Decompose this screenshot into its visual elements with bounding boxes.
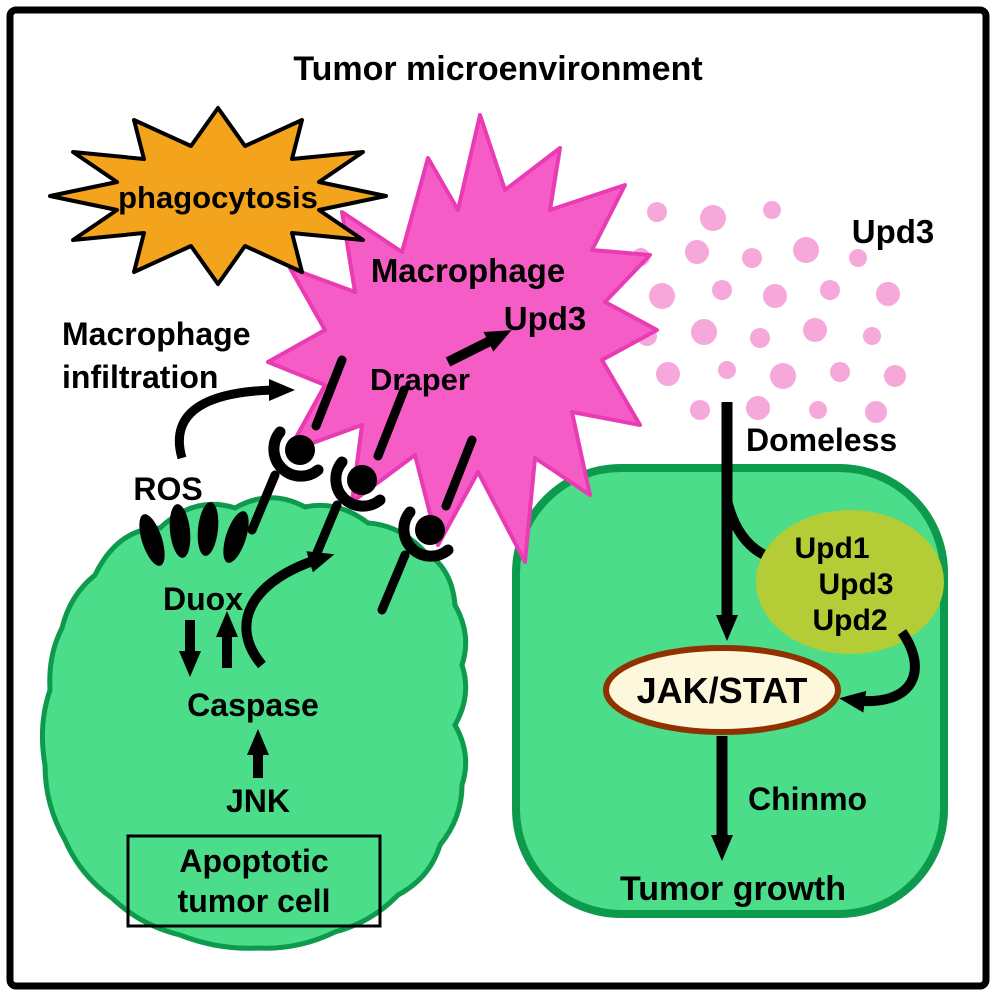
- upd3-molecule-dot: [690, 400, 710, 420]
- apoptotic-label-line2: tumor cell: [178, 883, 331, 919]
- upd3-dots-label: Upd3: [852, 213, 935, 250]
- receptor-unit-2: [309, 385, 409, 565]
- upd3-molecule-dot: [863, 327, 881, 345]
- upd3-molecule-dot: [750, 328, 770, 348]
- upd3-molecule-dot: [742, 248, 762, 268]
- upd1-label: Upd1: [795, 532, 870, 565]
- upd3-molecule-dot: [712, 280, 732, 300]
- upd2-label: Upd2: [813, 604, 888, 637]
- receptor-lower-stalk: [377, 550, 410, 615]
- upd-cluster-ellipse: [756, 510, 944, 654]
- macrophage-cell: [266, 113, 659, 564]
- receptor-stalk: [373, 385, 409, 461]
- upd3-molecule-dot: [830, 362, 850, 382]
- receptor-ligand-ball: [285, 435, 315, 465]
- macrophage-infiltration-label-line2: infiltration: [62, 359, 218, 395]
- chinmo-label: Chinmo: [748, 781, 867, 817]
- upd3-molecule-dot: [691, 319, 717, 345]
- upd-jakstat-arrow: [839, 629, 920, 713]
- jakstat-label: JAK/STAT: [637, 670, 808, 711]
- draper-upd3-arrow: [445, 330, 512, 367]
- receptor-ligand-ball: [415, 515, 445, 545]
- upd3-molecule-dot: [803, 318, 827, 342]
- macrophage-infiltration-label-line1: Macrophage: [62, 316, 250, 352]
- duox-label: Duox: [163, 581, 243, 617]
- upd3-molecule-dot: [876, 282, 900, 306]
- receptor-ligand-ball: [347, 465, 377, 495]
- duox-channel-oval: [169, 504, 191, 558]
- upd3-molecule-dot: [865, 401, 887, 423]
- infiltration-arrow: [174, 379, 295, 460]
- upd3-molecule-dot: [763, 201, 781, 219]
- upd3-molecule-dot: [849, 249, 867, 267]
- upd3-molecule-dot: [700, 205, 726, 231]
- receptor-unit-3: [377, 435, 477, 615]
- upd3-molecule-dot: [770, 363, 796, 389]
- upd3-molecule-dot: [793, 237, 819, 263]
- apoptotic-cell-box: [126, 834, 382, 928]
- phagocytosis-starburst: [48, 106, 388, 286]
- upd3-molecule-dot: [718, 361, 736, 379]
- upd3-molecule-dot: [685, 240, 709, 264]
- duox-channels: [139, 502, 249, 566]
- receptor-cup: [398, 506, 454, 562]
- caspase-receptor-arrow: [241, 551, 335, 669]
- upd3-molecule-dot: [820, 280, 840, 300]
- receptor-unit-1: [247, 355, 347, 535]
- tumor-growth-label: Tumor growth: [620, 870, 846, 908]
- receptor-cup: [330, 456, 386, 512]
- duox-channel-oval: [197, 502, 219, 556]
- macrophage-label: Macrophage: [371, 252, 565, 289]
- upd3-molecule-dot: [656, 362, 680, 386]
- upd3-molecule-dot: [884, 365, 906, 387]
- upd3-inner-label: Upd3: [819, 568, 894, 601]
- upd3-molecule-dot: [763, 284, 787, 308]
- draper-label: Draper: [370, 362, 470, 397]
- receptor-cup: [268, 426, 324, 482]
- draper-receptors: [247, 355, 477, 615]
- upd3-molecule-dot: [809, 401, 827, 419]
- upd3-molecule-dot: [649, 283, 675, 309]
- apoptotic-label-line1: Apoptotic: [179, 843, 328, 879]
- ros-label: ROS: [133, 471, 202, 507]
- jnk-label: JNK: [226, 783, 290, 819]
- macrophage-upd3-label: Upd3: [504, 300, 587, 337]
- receptor-lower-stalk: [309, 500, 342, 565]
- phagocytosis-label: phagocytosis: [118, 180, 318, 215]
- upd3-molecule-dot: [647, 202, 667, 222]
- caspase-label: Caspase: [187, 687, 319, 723]
- upd3-molecule-dot: [746, 396, 770, 420]
- jakstat-ellipse: [603, 645, 841, 735]
- duox-channel-oval: [139, 514, 165, 566]
- receptor-stalk: [311, 355, 347, 431]
- diagram-title: Tumor microenvironment: [293, 50, 702, 88]
- receptor-lower-stalk: [247, 470, 280, 535]
- receptor-stalk: [441, 435, 477, 511]
- duox-channel-oval: [223, 511, 249, 563]
- domeless-label: Domeless: [746, 422, 897, 458]
